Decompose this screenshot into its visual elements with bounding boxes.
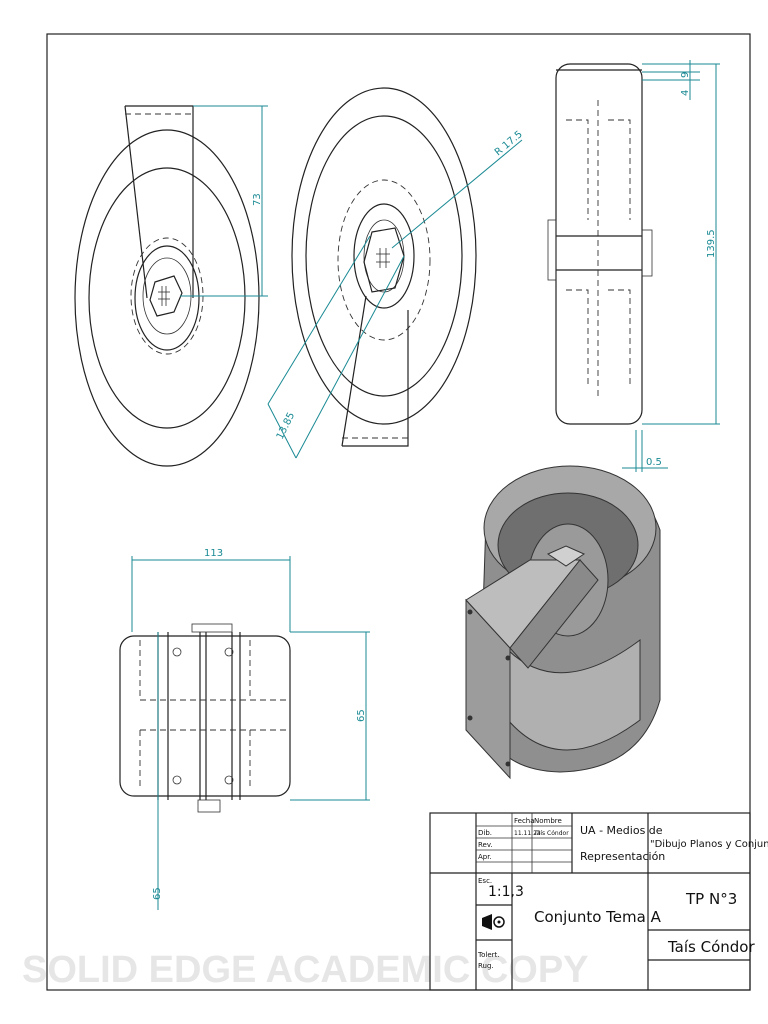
dimension-13-85: 13.85 bbox=[275, 411, 297, 442]
dimension-65-left: 65 bbox=[152, 887, 163, 900]
row-dib: Dib. bbox=[478, 829, 492, 837]
dimension-65-right: 65 bbox=[356, 709, 367, 722]
esc-label: Esc. bbox=[478, 877, 492, 885]
dimension-73: 73 bbox=[252, 193, 263, 206]
dimension-139-5: 139.5 bbox=[706, 229, 717, 258]
rug-label: Rug. bbox=[478, 962, 494, 970]
author-name: Taís Cóndor bbox=[667, 938, 755, 956]
row-rev: Rev. bbox=[478, 841, 493, 849]
top-view: 113 65 65 bbox=[119, 548, 370, 910]
dimension-r17-5: R 17.5 bbox=[493, 129, 525, 158]
dimension-0-5: 0.5 bbox=[646, 457, 662, 468]
scale-value: 1:1,3 bbox=[488, 884, 524, 900]
projection-symbol-icon bbox=[482, 914, 505, 930]
sheet-number: TP N°3 bbox=[685, 890, 737, 908]
isometric-view bbox=[465, 465, 661, 780]
header-fecha: Fecha bbox=[514, 817, 535, 825]
row-apr: Apr. bbox=[478, 853, 492, 861]
header-nombre: Nombre bbox=[534, 817, 562, 825]
dimension-9: 9 bbox=[680, 72, 691, 78]
side-view: 139.5 9 4 0.5 bbox=[547, 60, 720, 472]
sheet-border bbox=[46, 33, 751, 991]
back-view: R 17.5 13.85 bbox=[267, 87, 525, 459]
watermark: SOLID EDGE ACADEMIC COPY bbox=[22, 949, 589, 991]
dib-nombre: Taís Cóndor bbox=[533, 830, 569, 837]
course-name: "Dibujo Planos y Conjuntos" bbox=[650, 839, 768, 850]
dib-fecha: 11.11.23 bbox=[514, 830, 541, 837]
dimension-4: 4 bbox=[680, 90, 691, 96]
tolerance-label: Tolert. bbox=[477, 951, 499, 959]
title-block: Fecha Nombre Dib. Rev. Apr. 11.11.23 Taí… bbox=[429, 812, 768, 991]
institution-line2: Representación bbox=[580, 850, 665, 863]
institution-line1: UA - Medios de bbox=[580, 824, 663, 837]
drawing-title: Conjunto Tema A bbox=[534, 908, 662, 926]
dimension-113: 113 bbox=[204, 548, 223, 559]
front-view: 73 bbox=[74, 105, 268, 467]
